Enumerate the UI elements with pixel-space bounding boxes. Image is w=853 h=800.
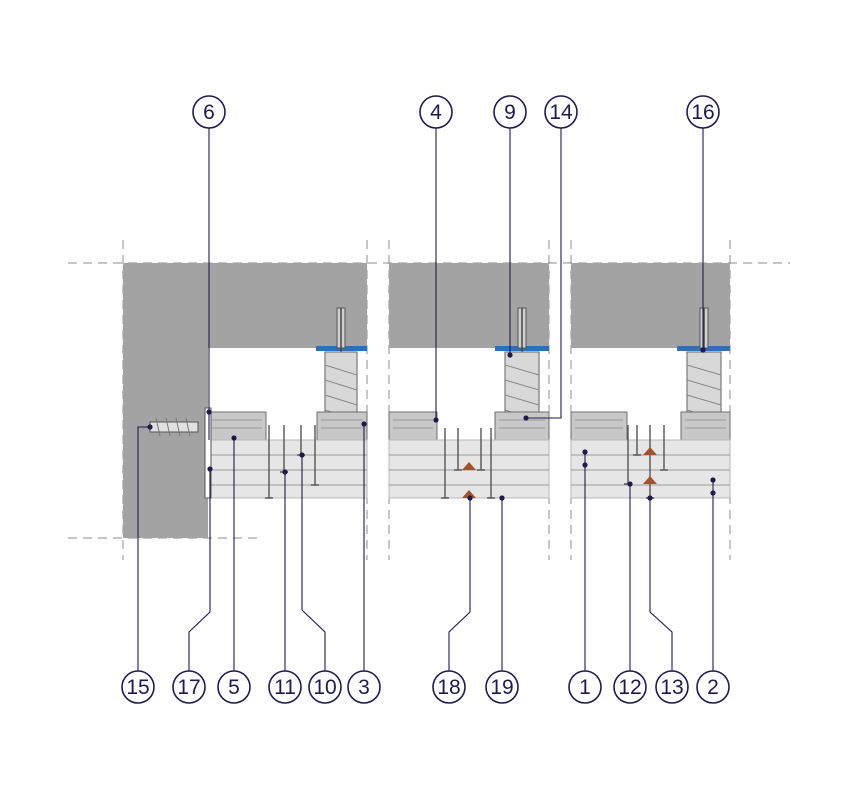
callout-18: 18	[432, 670, 466, 704]
callout-11-label: 11	[274, 676, 296, 699]
leader-lines-bottom	[137, 424, 714, 671]
callout-9-label: 9	[504, 101, 516, 124]
callout-13: 13	[655, 670, 689, 704]
cd-profiles	[207, 411, 731, 441]
callout-1: 1	[568, 670, 602, 704]
callout-11: 11	[268, 670, 302, 704]
callout-17-label: 17	[177, 676, 200, 699]
callout-4-label: 4	[430, 101, 442, 124]
callout-10: 10	[308, 670, 342, 704]
callout-17: 17	[172, 670, 206, 704]
callout-18-label: 18	[437, 676, 460, 699]
callout-6-label: 6	[203, 101, 215, 124]
leader-lines-top	[208, 128, 704, 440]
callout-3: 3	[347, 670, 381, 704]
callout-12-label: 12	[618, 676, 641, 699]
callout-4: 4	[419, 95, 453, 129]
callout-13-label: 13	[660, 676, 683, 699]
callout-10-label: 10	[313, 676, 336, 699]
callout-1-label: 1	[579, 676, 591, 699]
callout-16: 16	[686, 95, 720, 129]
callout-14-label: 14	[549, 101, 573, 124]
callout-14: 14	[544, 95, 578, 129]
callout-19: 19	[485, 670, 519, 704]
callout-5: 5	[217, 670, 251, 704]
callout-9: 9	[493, 95, 527, 129]
leader-dots-top	[206, 347, 706, 423]
callout-3-label: 3	[358, 676, 370, 699]
callout-19-label: 19	[490, 676, 513, 699]
callout-5-label: 5	[228, 676, 240, 699]
concrete-slab-left	[123, 263, 367, 538]
callout-2: 2	[696, 670, 730, 704]
joint-sealant	[462, 447, 657, 498]
callout-12: 12	[613, 670, 647, 704]
leader-dots-bottom	[147, 421, 716, 501]
callout-16-label: 16	[691, 101, 714, 124]
callout-15: 15	[121, 670, 155, 704]
callout-2-label: 2	[707, 676, 719, 699]
callout-6: 6	[192, 95, 226, 129]
callout-15-label: 15	[126, 676, 149, 699]
